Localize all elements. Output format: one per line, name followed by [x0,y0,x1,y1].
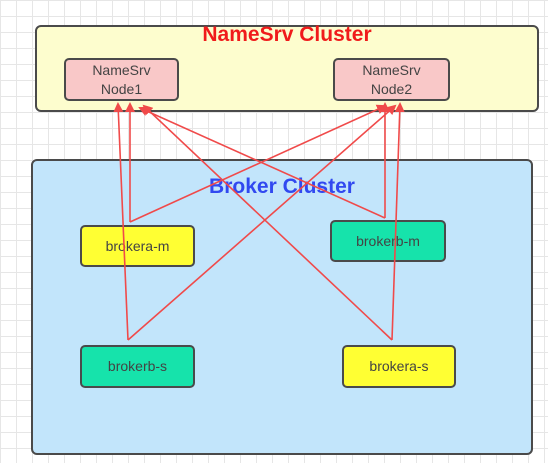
broker-node-brokera-m[interactable]: brokera-m [80,225,195,267]
broker-node-brokerb-s-label: brokerb-s [107,358,168,374]
namesrv-node2-label: NameSrv Node2 [362,61,421,97]
broker-node-brokerb-m-label: brokerb-m [356,232,420,249]
namesrv-cluster-title: NameSrv Cluster [202,23,372,46]
broker-node-brokerb-m[interactable]: brokerb-m [330,220,446,262]
namesrv-node1-label: NameSrv Node1 [92,61,151,97]
broker-node-brokera-m-label: brokera-m [105,237,170,254]
namesrv-node1[interactable]: NameSrv Node1 [64,58,179,101]
broker-node-brokera-s[interactable]: brokera-s [342,345,456,388]
namesrv-node2[interactable]: NameSrv Node2 [333,58,450,101]
broker-cluster-title: Broker Cluster [209,175,355,198]
broker-cluster-container: Broker Cluster [31,159,533,455]
broker-node-brokera-s-label: brokera-s [369,358,429,374]
broker-node-brokerb-s[interactable]: brokerb-s [80,345,195,388]
